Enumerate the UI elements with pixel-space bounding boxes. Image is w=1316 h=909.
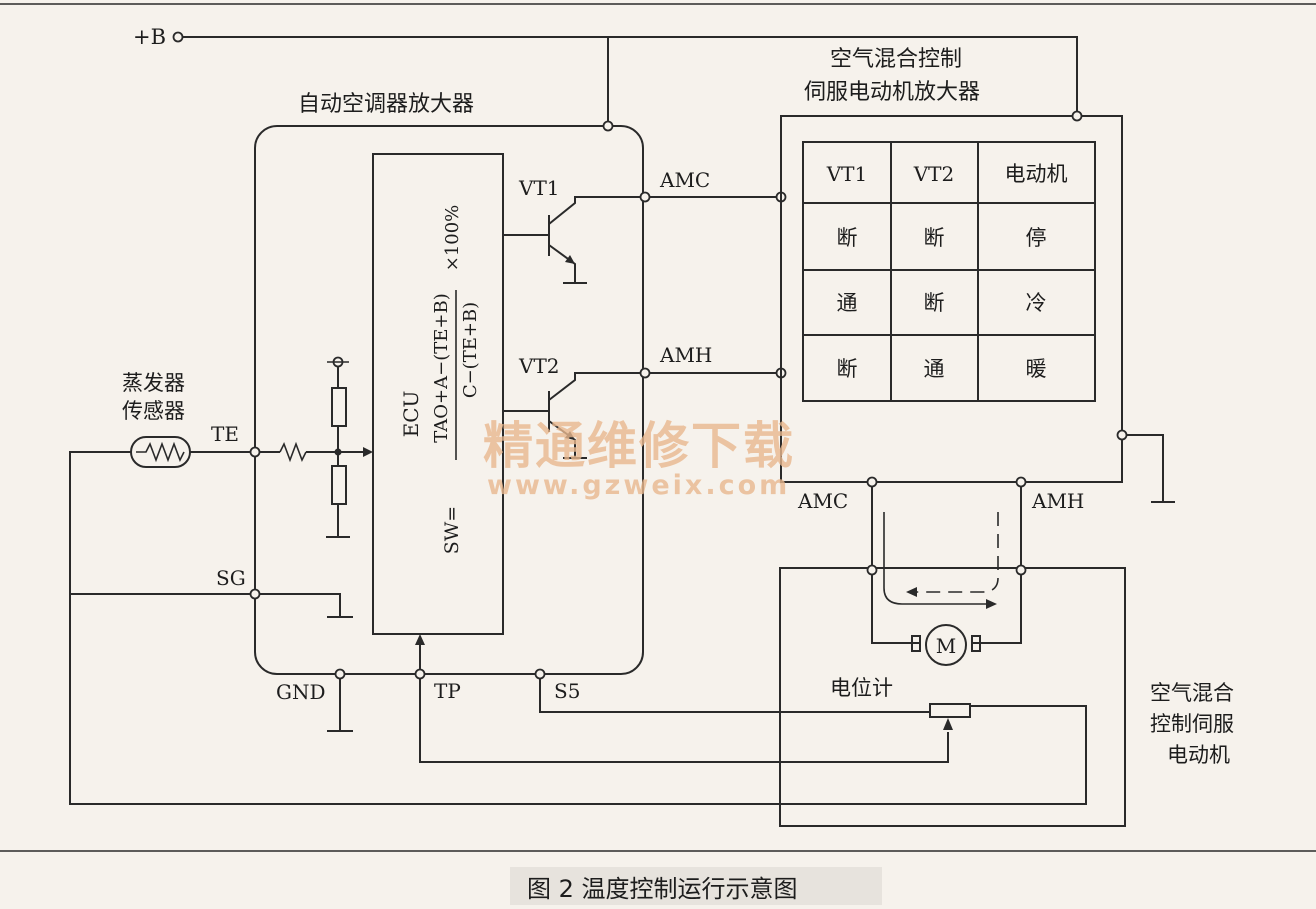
servo-amp-title-line1: 空气混合控制 — [830, 47, 962, 72]
plus-b-terminal — [172, 31, 184, 43]
amc-label: AMC — [659, 168, 710, 192]
te-input-arrow — [363, 447, 373, 457]
te-terminal — [249, 446, 261, 458]
cooling-current-path — [883, 512, 990, 605]
amc-out-node — [866, 476, 878, 488]
amh-terminal — [639, 367, 651, 379]
table-header-vt2: VT2 — [913, 162, 955, 186]
s5-wire — [539, 678, 930, 713]
formula-suffix: ×100% — [442, 205, 463, 272]
servo-amp-title-line2: 伺服电动机放大器 — [804, 80, 980, 105]
vt1-label: VT1 — [518, 176, 560, 200]
servo-motor-title-line1: 空气混合 — [1150, 681, 1234, 705]
s5-label: S5 — [554, 679, 580, 703]
amh-out-label: AMH — [1031, 489, 1084, 513]
formula-prefix: SW= — [441, 506, 463, 554]
table-header-motor: 电动机 — [1005, 162, 1068, 186]
sensor-label-line1: 蒸发器 — [122, 371, 185, 395]
servo-amplifier-box — [780, 115, 1123, 483]
heating-current-arrow — [906, 587, 917, 597]
vt2-collector — [548, 372, 645, 401]
sensor-label-line2: 传感器 — [122, 399, 185, 423]
auto-ac-amplifier-box — [254, 125, 644, 675]
te-resistor — [279, 441, 307, 463]
cooling-current-arrow — [986, 599, 997, 609]
caption-box — [510, 867, 882, 905]
gnd-label: GND — [276, 680, 326, 704]
amc-out-label: AMC — [797, 489, 848, 513]
table-cell: 断 — [837, 226, 858, 250]
pull-down-resistor — [331, 465, 347, 505]
motor-amc-node — [866, 564, 878, 576]
table-cell: 断 — [924, 226, 945, 250]
vt2-label: VT2 — [518, 354, 560, 378]
motor-amh-node — [1015, 564, 1027, 576]
potentiometer-wiper-arrow — [943, 718, 953, 730]
table-cell: 通 — [924, 357, 945, 381]
table-cell: 断 — [924, 291, 945, 315]
ecu-label: ECU — [399, 391, 423, 438]
figure-caption: 图 2 温度控制运行示意图 — [527, 875, 798, 903]
vt1-emitter — [548, 244, 576, 283]
tp-input-arrow — [415, 634, 425, 645]
watermark-url: www.gzweix.com — [487, 470, 790, 501]
tp-label: TP — [434, 679, 461, 703]
ecu-block — [372, 153, 504, 635]
vt1-collector — [548, 196, 645, 225]
servo-motor-title-line2: 控制伺服 — [1150, 712, 1234, 736]
ecu-formula: ECU SW= TAO+A−(TE+B) C−(TE+B) ×100% — [399, 205, 481, 555]
motor-icon — [925, 624, 967, 666]
formula-denominator: C−(TE+B) — [460, 302, 481, 398]
truth-table-frame — [802, 141, 1096, 402]
divider-junction — [334, 448, 342, 456]
table-cell: 冷 — [1026, 291, 1047, 315]
te-label: TE — [211, 422, 239, 446]
amh-label: AMH — [659, 343, 712, 367]
gnd-terminal — [334, 668, 346, 680]
table-cell: 断 — [837, 357, 858, 381]
servo-amp-ground-node — [1116, 429, 1128, 441]
thermistor-icon — [136, 441, 185, 463]
formula-numerator: TAO+A−(TE+B) — [431, 293, 452, 442]
tp-terminal — [414, 668, 426, 680]
heating-current-path — [914, 512, 999, 593]
table-header-vt1: VT1 — [826, 162, 868, 186]
auto-ac-amplifier-title: 自动空调器放大器 — [298, 92, 474, 117]
servo-motor-box — [779, 567, 1126, 827]
tp-wire — [419, 678, 949, 763]
amc-terminal — [639, 191, 651, 203]
amp-plus-b-node — [602, 120, 614, 132]
sg-terminal — [249, 588, 261, 600]
vt1-emitter-arrow — [565, 255, 575, 264]
motor-label: M — [936, 634, 956, 658]
pull-up-resistor — [331, 387, 347, 427]
servo-amp-ground-wire — [1126, 434, 1164, 502]
plus-b-wire — [182, 36, 1078, 116]
vt2-emitter-arrow — [565, 431, 575, 440]
plus-b-label: +B — [133, 25, 166, 49]
amh-out-node — [1015, 476, 1027, 488]
potentiometer-body — [929, 703, 971, 718]
table-cell: 通 — [837, 291, 858, 315]
s5-terminal — [534, 668, 546, 680]
truth-table: VT1 VT2 电动机 断 断 停 通 断 冷 断 通 暖 — [802, 141, 1096, 402]
sg-label: SG — [216, 566, 246, 590]
sensor-return-wire — [69, 451, 1087, 805]
servo-motor-title-line3: 电动机 — [1167, 743, 1230, 767]
potentiometer-label: 电位计 — [830, 676, 893, 700]
servo-amp-plus-b-node — [1071, 110, 1083, 122]
watermark-title: 精通维修下载 — [483, 417, 795, 475]
table-cell: 停 — [1026, 226, 1047, 250]
table-cell: 暖 — [1026, 357, 1047, 381]
